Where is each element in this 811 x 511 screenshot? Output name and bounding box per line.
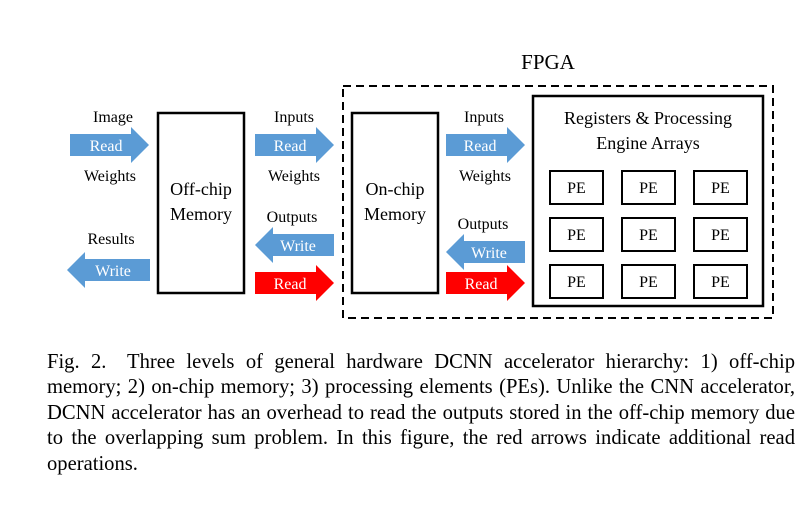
pe-label-r1c2: PE (639, 180, 658, 197)
pe-box-r2c2 (621, 217, 676, 252)
write-outputs-arrow-right (446, 234, 525, 270)
pe-grid: PE PE PE PE PE PE PE PE PE (549, 170, 748, 299)
pe-label-r3c3: PE (711, 274, 730, 291)
pe-array-title-line1: Registers & Processing (564, 108, 732, 128)
inputs-label-middle: Inputs (274, 109, 314, 126)
read-inputs-arrow-label-middle: Read (274, 138, 307, 155)
weights-label-middle: Weights (268, 168, 320, 185)
pe-label-r2c1: PE (567, 227, 586, 244)
pe-label-r1c1: PE (567, 180, 586, 197)
write-outputs-arrow-label-right: Write (471, 245, 507, 262)
write-outputs-arrow-middle (255, 227, 334, 263)
read-outputs-red-arrow-middle (255, 265, 334, 301)
outputs-label-right: Outputs (458, 216, 509, 233)
pe-box-r3c2 (621, 264, 676, 299)
offchip-memory-label-line1: Off-chip (170, 179, 232, 199)
read-image-arrow (70, 127, 149, 163)
inputs-label-right: Inputs (464, 109, 504, 126)
pe-label-r2c3: PE (711, 227, 730, 244)
fpga-boundary (342, 85, 774, 319)
weights-label-left: Weights (84, 168, 136, 185)
read-image-arrow-label: Read (90, 138, 123, 155)
pe-label-r3c1: PE (567, 274, 586, 291)
pe-array-title-line2: Engine Arrays (596, 133, 699, 153)
onchip-memory-label-line1: On-chip (366, 179, 425, 199)
read-inputs-arrow-middle (255, 127, 334, 163)
pe-label-r2c2: PE (639, 227, 658, 244)
onchip-memory-box (350, 111, 440, 295)
read-outputs-red-arrow-label-right: Read (465, 276, 498, 293)
pe-box-r1c2 (621, 170, 676, 205)
arrows-layer (67, 127, 525, 301)
pe-box-r2c3 (693, 217, 748, 252)
results-label: Results (87, 231, 134, 248)
read-outputs-red-arrow-label-middle: Read (274, 276, 307, 293)
hierarchy-diagram: FPGA Off-chip Memory On-chip Memory Regi… (67, 50, 774, 319)
onchip-memory-label-line2: Memory (364, 204, 426, 224)
outputs-label-middle: Outputs (267, 209, 318, 226)
offchip-memory-label-line2: Memory (170, 204, 232, 224)
pe-box-r3c3 (693, 264, 748, 299)
pe-box-r2c1 (549, 217, 604, 252)
pe-label-r3c2: PE (639, 274, 658, 291)
image-label: Image (93, 109, 133, 126)
read-inputs-arrow-label-right: Read (464, 138, 497, 155)
figure-caption: Fig. 2. Three levels of general hardware… (47, 351, 795, 475)
write-results-arrow (67, 252, 150, 288)
pe-box-r1c1 (549, 170, 604, 205)
weights-label-right: Weights (459, 168, 511, 185)
write-outputs-arrow-label-middle: Write (280, 238, 316, 255)
read-inputs-arrow-right (446, 127, 525, 163)
read-outputs-red-arrow-right (446, 265, 525, 301)
pe-box-r1c3 (693, 170, 748, 205)
pe-label-r1c3: PE (711, 180, 730, 197)
pe-box-r3c1 (549, 264, 604, 299)
write-results-arrow-label: Write (95, 263, 131, 280)
offchip-memory-box (156, 111, 246, 295)
fpga-label: FPGA (521, 50, 576, 74)
